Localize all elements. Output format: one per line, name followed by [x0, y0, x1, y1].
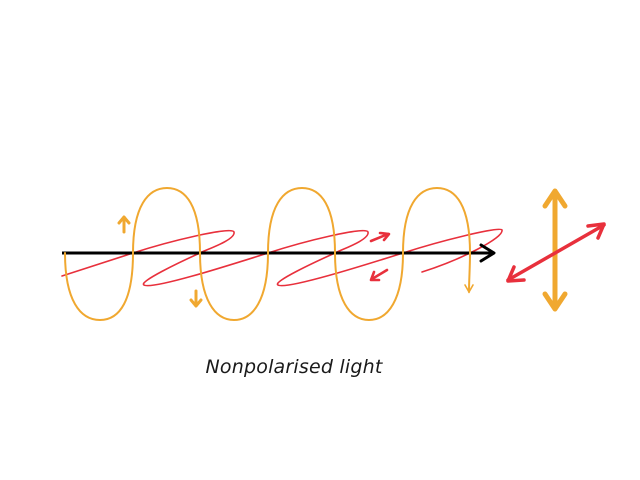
- vertical-double-arrow-icon: [542, 188, 568, 312]
- horizontal-direction-arrows: [369, 231, 391, 282]
- polarisation-symbol: [506, 188, 606, 312]
- wave-end-arrowhead-icon: [464, 284, 474, 294]
- arrow-down-icon: [189, 289, 203, 308]
- arrow-up-icon: [117, 215, 131, 234]
- propagation-axis: [62, 243, 496, 263]
- arrow-lower-left-icon: [369, 268, 389, 282]
- diagonal-double-arrow-icon: [506, 222, 606, 283]
- diagram-caption: Nonpolarised light: [205, 356, 383, 378]
- axis-arrowhead-icon: [479, 243, 496, 263]
- arrow-upper-right-icon: [369, 231, 391, 243]
- vertical-oscillation-wave: [64, 186, 474, 322]
- horizontal-oscillation-wave: [61, 228, 503, 287]
- vertical-direction-arrows: [117, 215, 203, 308]
